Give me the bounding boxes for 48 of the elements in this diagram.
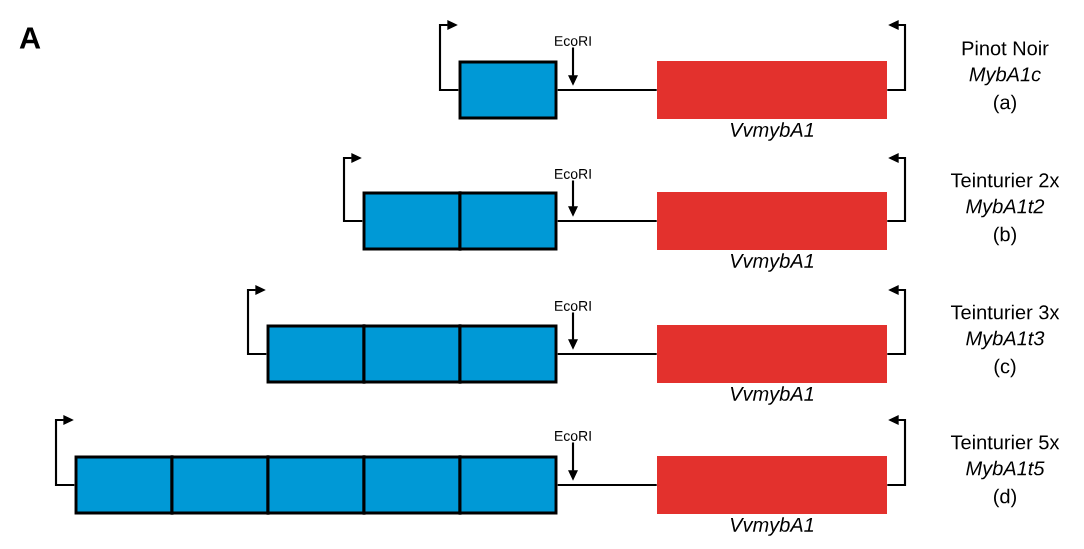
site-label: EcoRI <box>555 301 591 311</box>
row-label: MybA1t2 <box>966 198 1045 218</box>
row-label: (c) <box>994 358 1016 378</box>
node-label: VvmybA1 <box>730 122 814 141</box>
site-label: EcoRI <box>555 36 591 46</box>
gene-segment-box <box>458 60 558 120</box>
linker-line <box>557 483 657 487</box>
gene-box: VvmybA1 <box>657 456 887 536</box>
row-label: Teinturier 3x <box>951 304 1060 320</box>
gene-segment-box <box>362 455 462 515</box>
node-label: VvmybA1 <box>730 517 814 536</box>
gene-box: VvmybA1 <box>657 325 887 405</box>
row-label: MybA1t3 <box>966 330 1045 350</box>
promoter-arrow <box>54 415 75 487</box>
row-label: Teinturier 2x <box>951 172 1060 188</box>
promoter-arrow <box>342 153 363 223</box>
linker-line <box>557 88 657 92</box>
gene-box: VvmybA1 <box>657 61 887 141</box>
gene-segment-box <box>458 455 558 515</box>
promoter-arrow <box>887 285 907 356</box>
row-label: (a) <box>994 94 1016 114</box>
gene-segment-box <box>458 191 558 251</box>
promoter-arrow <box>246 285 267 356</box>
promoter-arrow <box>887 20 907 92</box>
promoter-arrow <box>438 20 459 92</box>
row-label: MybA1t5 <box>966 460 1045 480</box>
gene-segment-box <box>266 324 366 384</box>
gene-segment-box <box>266 455 366 515</box>
node-label: VvmybA1 <box>730 386 814 405</box>
promoter-arrow <box>887 153 907 223</box>
gene-segment-box <box>362 191 462 251</box>
row-label: (d) <box>994 488 1016 508</box>
gene-segment-box <box>74 455 174 515</box>
gene-box: VvmybA1 <box>657 192 887 272</box>
row-label: (b) <box>994 226 1016 246</box>
row-label: Pinot Noir <box>962 40 1049 56</box>
promoter-arrow <box>887 415 907 487</box>
gene-segment-box <box>170 455 270 515</box>
gene-segment-box <box>458 324 558 384</box>
node-label: VvmybA1 <box>730 253 814 272</box>
site-label: EcoRI <box>555 169 591 179</box>
row-label: Teinturier 5x <box>951 434 1060 450</box>
panel-letter: A <box>19 27 41 49</box>
site-label: EcoRI <box>555 431 591 441</box>
linker-line <box>557 352 657 356</box>
linker-line <box>557 219 657 223</box>
row-label: MybA1c <box>969 66 1041 86</box>
gene-segment-box <box>362 324 462 384</box>
